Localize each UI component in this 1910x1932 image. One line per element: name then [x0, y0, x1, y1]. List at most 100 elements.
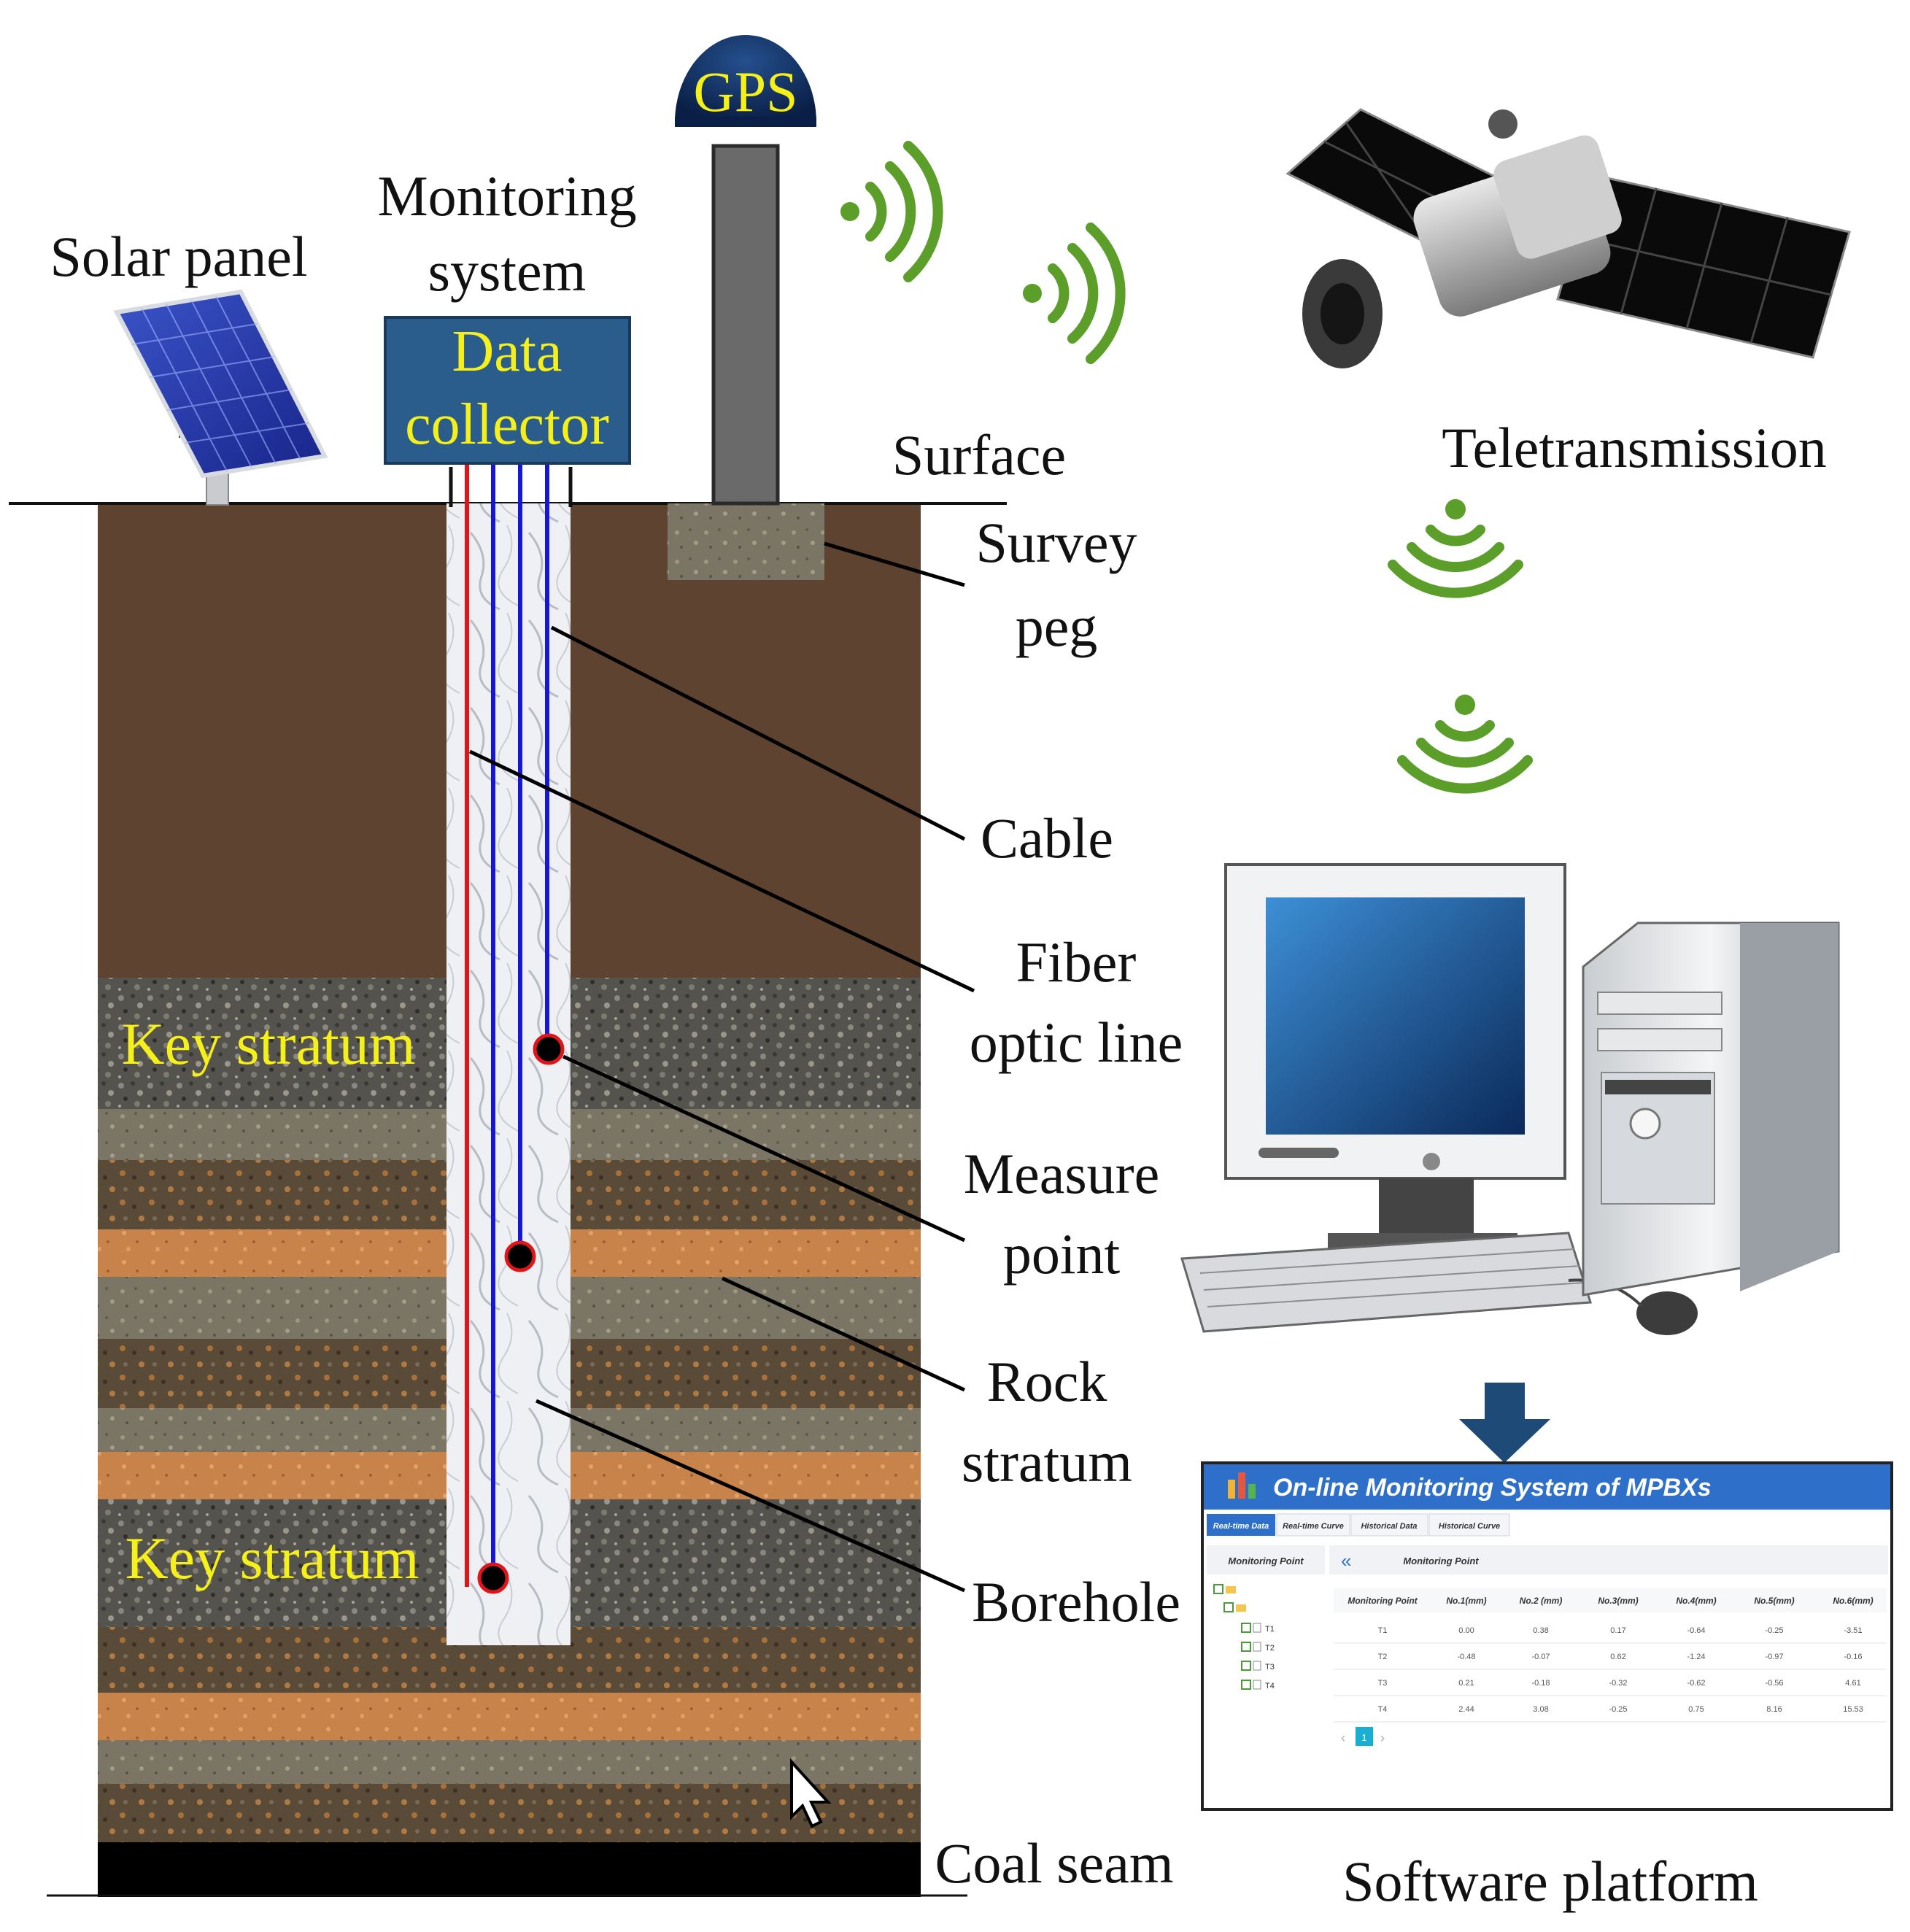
measure-point-1	[533, 1033, 565, 1065]
table-cell: -0.18	[1531, 1679, 1550, 1688]
table-cell: -0.32	[1609, 1679, 1627, 1688]
fiber-optic-label-1: Fiber	[1016, 930, 1137, 994]
table-cell: -0.56	[1765, 1679, 1783, 1688]
table-column-header: No.4(mm)	[1676, 1596, 1716, 1606]
tab-real-time-data-label: Real-time Data	[1213, 1522, 1269, 1531]
table-cell: -0.48	[1457, 1653, 1475, 1661]
rock-band-7	[98, 1740, 921, 1784]
table-column-header: No.5(mm)	[1754, 1596, 1794, 1606]
table-cell: 0.62	[1610, 1653, 1625, 1661]
tab-historical-data-label: Historical Data	[1361, 1522, 1417, 1531]
teletransmission-label: Teletransmission	[1442, 416, 1826, 479]
pagination-prev-icon[interactable]: ‹	[1341, 1731, 1345, 1745]
table-cell: 3.08	[1533, 1705, 1548, 1714]
table-cell: 15.53	[1843, 1705, 1863, 1714]
solar-panel-label: Solar panel	[50, 225, 307, 288]
pagination-next-icon[interactable]: ›	[1380, 1731, 1385, 1745]
data-collector: Data collector	[384, 316, 631, 465]
table-cell: -0.16	[1844, 1653, 1862, 1661]
coal-seam-layer	[98, 1842, 921, 1897]
tree-item-doc-icon	[1253, 1661, 1261, 1671]
table-cell: 0.17	[1610, 1626, 1625, 1635]
table-cell: -0.25	[1765, 1626, 1783, 1635]
table-column-header: No.2 (mm)	[1520, 1596, 1563, 1606]
software-window: On-line Monitoring System of MPBXs Real-…	[1201, 1461, 1893, 1811]
measure-point-2	[504, 1240, 536, 1272]
pagination-page-button[interactable]	[1356, 1727, 1373, 1746]
table-header-row	[1334, 1588, 1887, 1612]
tab-real-time-curve-label: Real-time Curve	[1283, 1522, 1344, 1531]
software-platform-label: Software platform	[1342, 1850, 1758, 1913]
monitoring-system-label-1: Monitoring	[377, 164, 636, 228]
pagination-page-label: 1	[1361, 1732, 1366, 1743]
table-cell: 0.38	[1533, 1626, 1548, 1635]
table-cell: 4.61	[1845, 1679, 1860, 1688]
table-cell: T2	[1378, 1653, 1388, 1661]
table-cell: -1.24	[1687, 1653, 1705, 1661]
tab-historical-data[interactable]	[1350, 1513, 1428, 1537]
table-cell: -0.07	[1531, 1653, 1550, 1661]
tree-item-label: T3	[1265, 1663, 1275, 1672]
tree-root-checkbox[interactable]	[1213, 1584, 1223, 1594]
mouse-cursor-icon	[790, 1758, 832, 1828]
table-cell: -0.97	[1765, 1653, 1783, 1661]
cable-label: Cable	[981, 806, 1113, 870]
tree-group-checkbox[interactable]	[1223, 1602, 1234, 1612]
data-collector-label-2: collector	[405, 393, 609, 457]
table-cell: 2.44	[1458, 1705, 1474, 1714]
coal-seam-label: Coal seam	[935, 1831, 1173, 1895]
tab-real-time-data[interactable]	[1207, 1514, 1275, 1536]
tree-item-checkbox[interactable]	[1241, 1642, 1251, 1652]
tab-historical-curve[interactable]	[1428, 1513, 1510, 1537]
tree-item-label: T1	[1265, 1625, 1275, 1634]
tree-item-label: T2	[1265, 1644, 1275, 1653]
tree-item-checkbox[interactable]	[1241, 1680, 1251, 1690]
table-column-header: No.3(mm)	[1598, 1596, 1638, 1606]
table-cell: 0.75	[1688, 1705, 1704, 1714]
tree-item-doc-icon	[1253, 1623, 1261, 1633]
tree-item-checkbox[interactable]	[1241, 1661, 1251, 1671]
satellite-icon	[1285, 108, 1851, 368]
tree-item-doc-icon	[1253, 1642, 1261, 1652]
tree-item-doc-icon	[1253, 1680, 1261, 1690]
gps-antenna: GPS	[675, 35, 816, 506]
tree-item-checkbox[interactable]	[1241, 1623, 1251, 1633]
app-logo-icon	[1228, 1472, 1256, 1499]
tree-root-folder-icon	[1226, 1586, 1236, 1593]
labels: Solar panel Monitoring system Surface Te…	[50, 164, 1826, 1913]
survey-peg-label-1: Survey	[976, 511, 1137, 574]
table-cell: 8.16	[1766, 1705, 1782, 1714]
tree-item-label: T4	[1265, 1682, 1275, 1690]
rock-stratum-label-2: stratum	[962, 1430, 1132, 1494]
table-cell: 0.00	[1458, 1626, 1474, 1635]
signal-wave-icon	[840, 141, 1533, 794]
tab-real-time-curve[interactable]	[1276, 1513, 1350, 1537]
survey-peg-label-2: peg	[1016, 595, 1098, 658]
computer-icon	[1180, 863, 1840, 1335]
measure-point-label-2: point	[1003, 1222, 1121, 1286]
tree-view	[1213, 1584, 1246, 1612]
tab-historical-curve-label: Historical Curve	[1439, 1522, 1500, 1531]
measure-point-label-1: Measure	[964, 1142, 1160, 1205]
table-cell: T1	[1378, 1626, 1388, 1635]
right-panel-header: Monitoring Point	[1403, 1556, 1479, 1566]
tree-group-folder-icon	[1236, 1604, 1246, 1612]
survey-peg	[668, 503, 824, 580]
collapse-icon[interactable]: «	[1341, 1550, 1351, 1572]
table-cell: -0.62	[1687, 1679, 1705, 1688]
leader-lines	[468, 541, 975, 1593]
table-column-header: Monitoring Point	[1348, 1596, 1418, 1606]
solar-panel	[113, 289, 328, 506]
surface-label: Surface	[892, 423, 1066, 487]
orange-band-3	[98, 1693, 921, 1740]
rock-stratum-label-1: Rock	[987, 1350, 1107, 1413]
data-collector-label-1: Data	[452, 320, 562, 384]
table-cell: -3.51	[1844, 1626, 1862, 1635]
table-column-header: No.6(mm)	[1833, 1596, 1873, 1606]
key-stratum-upper-label: Key stratum	[121, 1011, 415, 1077]
key-stratum-lower-label: Key stratum	[125, 1525, 419, 1591]
software-title: On-line Monitoring System of MPBXs	[1273, 1474, 1712, 1502]
